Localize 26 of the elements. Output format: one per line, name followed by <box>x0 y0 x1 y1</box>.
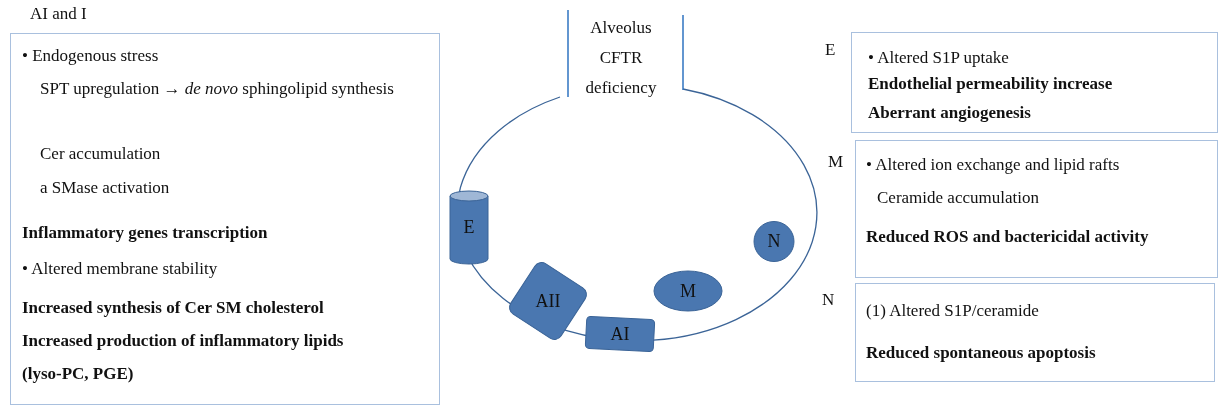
bullet-point: • Altered S1P uptake <box>868 47 1010 69</box>
bullet-point: • Altered ion exchange and lipid rafts <box>866 154 1121 176</box>
cell-label: AII <box>535 290 561 312</box>
section-heading: M <box>828 151 845 173</box>
cell-label: M <box>680 280 696 302</box>
section-heading: AI and I <box>30 3 88 25</box>
bullet-point: • Altered membrane stability <box>22 258 219 280</box>
finding-text: Reduced ROS and bactericidal activity <box>866 226 1150 248</box>
finding-text: Inflammatory genes transcription <box>22 222 269 244</box>
alveolus-title: Alveolus CFTR deficiency <box>584 17 658 99</box>
cell-label: N <box>767 231 781 252</box>
bullet-point: • Endogenous stress <box>22 45 160 67</box>
finding-text: (1) Altered S1P/ceramide <box>866 300 1040 322</box>
finding-text: a SMase activation <box>40 177 171 199</box>
finding-text: Aberrant angiogenesis <box>868 102 1032 124</box>
finding-text: Reduced spontaneous apoptosis <box>866 342 1097 364</box>
finding-text: SPT upregulation → de novo sphingolipid synthesis <box>40 78 395 100</box>
finding-text: Increased synthesis of Cer SM cholesterol <box>22 297 325 319</box>
section-heading: E <box>825 39 837 61</box>
finding-text: Ceramide accumulation <box>877 187 1040 209</box>
finding-text: Cer accumulation <box>40 143 162 165</box>
cell-label: E <box>463 217 475 238</box>
cell-label: AI <box>610 323 630 345</box>
finding-text: Increased production of inflammatory lipids (lyso-PC, PGE) <box>22 330 345 385</box>
finding-text: Endothelial permeability increase <box>868 73 1114 95</box>
section-heading: N <box>822 289 836 311</box>
